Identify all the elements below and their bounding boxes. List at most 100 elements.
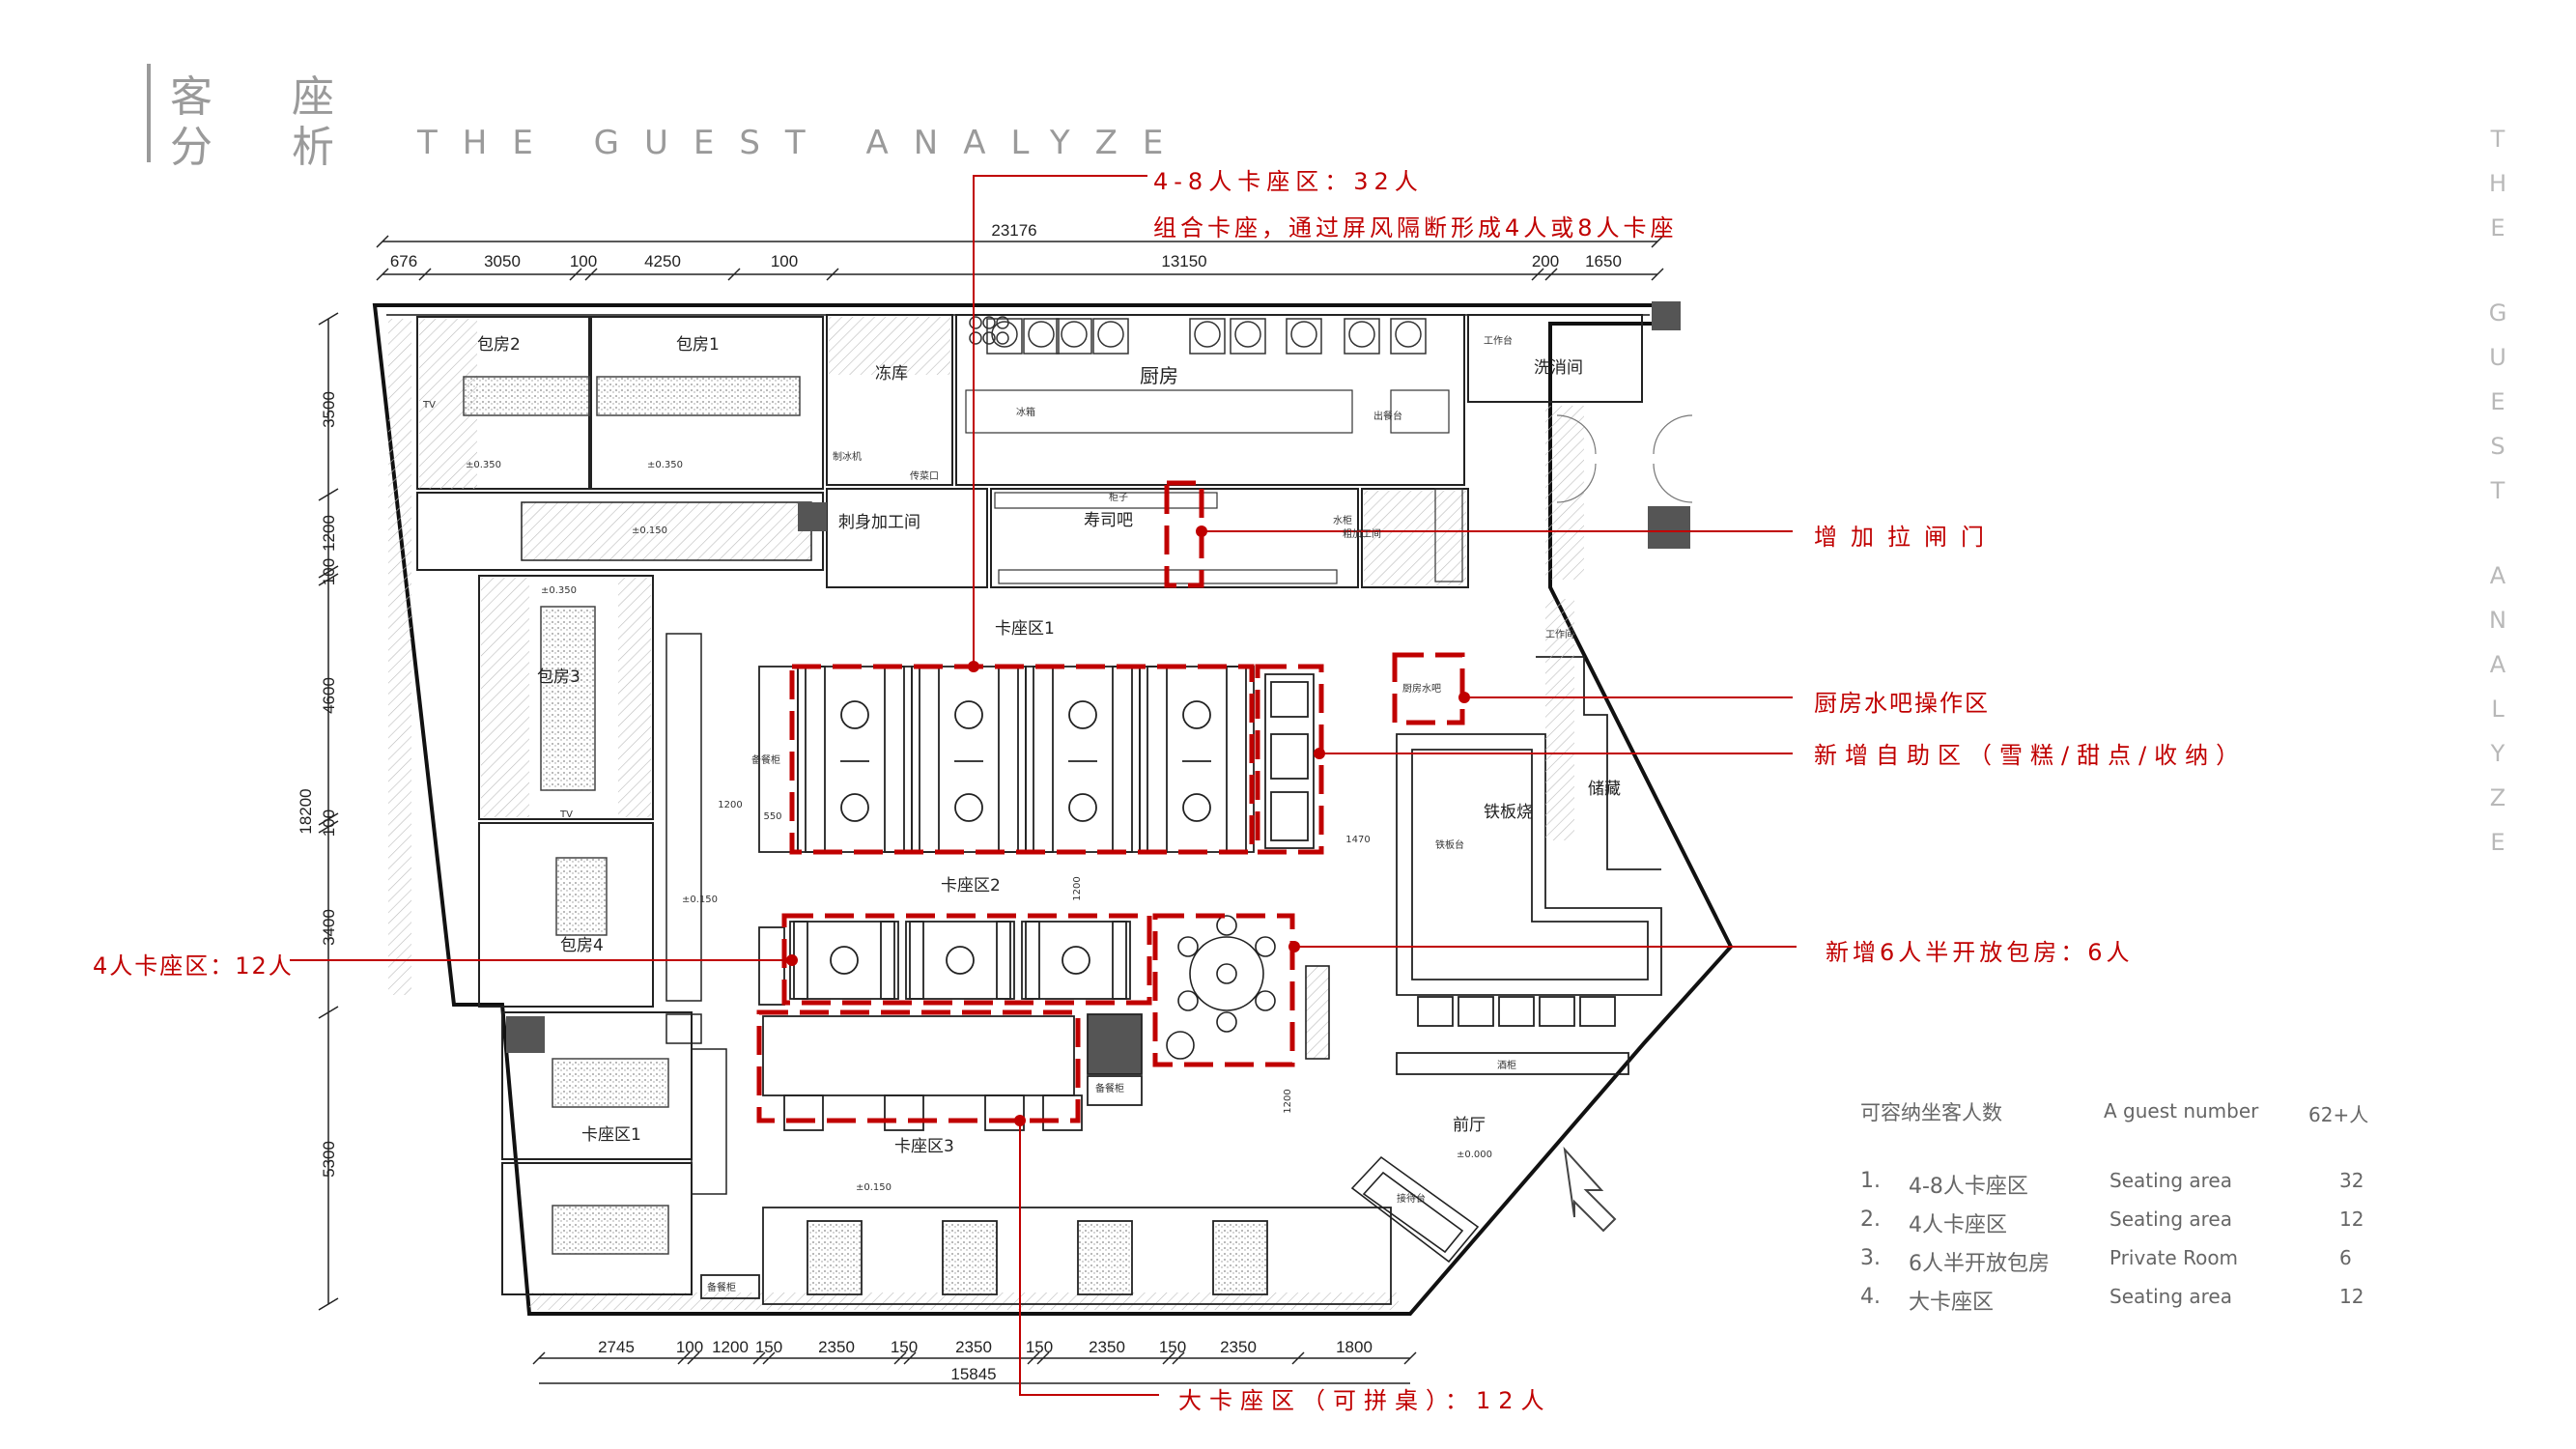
dim-tick — [1162, 1351, 1175, 1365]
legend-row-cn: 6人半开放包房 — [1909, 1252, 2050, 1276]
legend-row-count: 32 — [2339, 1169, 2364, 1192]
highlight-kitchen-bar — [1392, 652, 1465, 725]
round-table-6 — [1166, 915, 1330, 1060]
stove-burner — [991, 321, 1018, 348]
dim-inner-label: 550 — [763, 811, 781, 822]
title-char-fen: 分 — [170, 123, 216, 172]
label-chufang-shuiba: 厨房水吧 — [1402, 682, 1441, 695]
side-letter: A — [2489, 562, 2506, 589]
dim-tick — [376, 268, 389, 281]
dim-bottom-label: 2350 — [818, 1338, 855, 1356]
dim-tick — [318, 565, 339, 579]
small-burner — [996, 316, 1009, 329]
callout-kitchen-bar: 厨房水吧操作区 — [1814, 690, 1990, 717]
label-bingxiang: 冰箱 — [1016, 406, 1035, 418]
label-elev-b1: ±0.150 — [632, 526, 667, 536]
label-elev-c: ±0.000 — [1457, 1150, 1492, 1160]
stove-frame — [1344, 318, 1380, 355]
label-chufang: 厨房 — [1140, 364, 1178, 387]
side-letter: E — [2490, 214, 2505, 242]
side-letter: T — [2490, 477, 2505, 504]
legend-row-cn: 4-8人卡座区 — [1909, 1175, 2028, 1199]
booth-grill — [946, 946, 975, 975]
label-kazuo1: 卡座区1 — [995, 619, 1055, 639]
label-tv-2: TV — [559, 810, 573, 820]
stove-frame — [1056, 318, 1092, 355]
booth-grill — [830, 946, 859, 975]
dim-top-label: 1650 — [1585, 252, 1622, 270]
private-room-hatch — [419, 319, 651, 817]
small-burner — [969, 316, 982, 329]
side-letter: Z — [2489, 784, 2506, 811]
dim-tick — [752, 1351, 766, 1365]
booth-4-unit — [1021, 921, 1131, 1000]
booth-seat — [884, 666, 905, 853]
dim-tick — [1531, 268, 1544, 281]
label-cishen: 刺身加工间 — [838, 513, 920, 532]
legend-header-en: A guest number — [2104, 1099, 2259, 1122]
dim-tick — [1172, 1351, 1185, 1365]
label-kazuo2: 卡座区2 — [941, 876, 1001, 895]
dim-tick — [677, 1351, 691, 1365]
service-cabinet — [758, 926, 785, 1006]
stove-frame — [986, 318, 1023, 355]
fridge-unit — [1270, 681, 1309, 718]
dim-inner-label: 1200 — [1283, 1089, 1293, 1113]
stove-burner — [1061, 321, 1088, 348]
dim-left-label: 3400 — [320, 909, 338, 946]
dim-tick — [903, 1351, 917, 1365]
kitchen-hatch — [829, 317, 1584, 585]
dim-left-label: 5300 — [320, 1141, 338, 1178]
label-tiebantai: 铁板台 — [1435, 838, 1464, 851]
dim-top-total: 23176 — [991, 221, 1036, 240]
dim-bottom-label: 2350 — [1220, 1338, 1257, 1356]
dim-left-label: 4600 — [320, 677, 338, 714]
side-letter: E — [2490, 829, 2505, 856]
dim-top-label: 13150 — [1161, 252, 1206, 270]
booth-grill — [1068, 700, 1097, 729]
label-elev-a1: ±0.350 — [466, 460, 501, 470]
label-baofang1: 包房1 — [676, 335, 720, 355]
side-letter: T — [2490, 126, 2505, 153]
stove-burner — [1097, 321, 1124, 348]
dim-bottom-total: 15845 — [950, 1365, 996, 1383]
dim-inner-label: 1470 — [1345, 835, 1370, 845]
booths-row3 — [762, 1013, 1143, 1131]
dim-left-label: 1200 — [320, 515, 338, 552]
teppanyaki-area — [1396, 656, 1662, 1075]
stove-burner — [1194, 321, 1221, 348]
label-cujiagong: 粗加工间 — [1343, 527, 1381, 540]
highlight-semi-private — [1152, 913, 1295, 1067]
label-elev-a3: ±0.350 — [541, 585, 577, 596]
legend-row-no: 1. — [1860, 1169, 1881, 1193]
legend-header: 可容纳坐客人数 A guest number 62+人 — [1860, 1097, 2401, 1136]
label-jiedaitai: 接待台 — [1397, 1192, 1426, 1205]
booth-grill — [954, 793, 983, 822]
booth-seat — [1112, 666, 1133, 853]
booth-grill — [1182, 793, 1211, 822]
dim-tick — [584, 268, 598, 281]
legend-row-count: 12 — [2339, 1208, 2364, 1231]
booth-grill — [840, 700, 869, 729]
booth-seat — [1146, 666, 1168, 853]
label-kazuo3: 卡座区3 — [894, 1137, 954, 1156]
label-baofang2: 包房2 — [477, 335, 521, 355]
stove-frame — [1023, 318, 1060, 355]
callout-leaders — [290, 175, 1797, 1396]
dim-tick — [318, 488, 339, 501]
dim-inner-label: 1200 — [718, 800, 742, 810]
callout-semi-private: 新增6人半开放包房：6人 — [1826, 939, 2134, 966]
dim-left-label: 100 — [320, 810, 338, 837]
kitchen-walls — [826, 314, 1643, 588]
dim-tick — [318, 312, 339, 326]
booth-seat — [1112, 921, 1127, 1000]
small-burner — [982, 316, 996, 329]
dim-bottom-label: 1800 — [1336, 1338, 1373, 1356]
dim-tick — [826, 268, 839, 281]
booth-grill — [1062, 946, 1090, 975]
dim-tick — [762, 1351, 776, 1365]
title-english: THE GUEST ANALYZE — [417, 124, 1189, 162]
